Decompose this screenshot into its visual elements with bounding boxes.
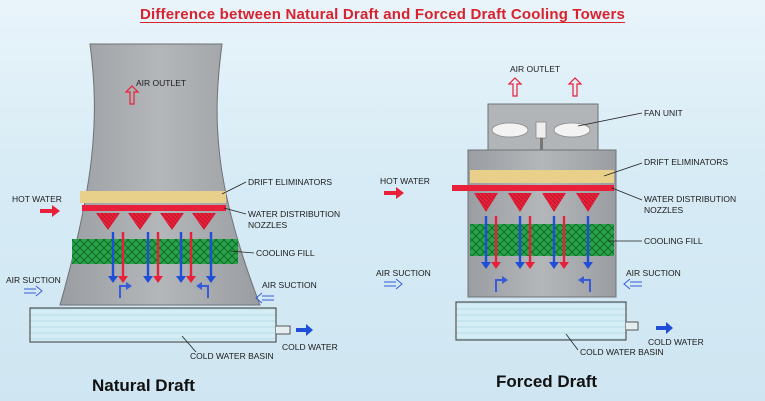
natural-nozzle bbox=[192, 213, 216, 230]
forced-cooling-fill-label: COOLING FILL bbox=[644, 236, 703, 246]
natural-water-distribution-label: WATER DISTRIBUTION bbox=[248, 209, 341, 219]
forced-cold-water-label: COLD WATER bbox=[648, 337, 704, 347]
forced-hot-water-arrow bbox=[384, 187, 404, 199]
natural-drift-eliminators-label: DRIFT ELIMINATORS bbox=[248, 177, 333, 187]
natural-air-suction-right-label: AIR SUCTION bbox=[262, 280, 317, 290]
natural-hot-water-label: HOT WATER bbox=[12, 194, 62, 204]
natural-cooling-fill bbox=[72, 239, 238, 264]
forced-distribution-pipe bbox=[452, 185, 614, 191]
forced-draft-caption: Forced Draft bbox=[496, 372, 598, 391]
natural-drift-eliminators bbox=[80, 191, 226, 203]
forced-air-outlet-label: AIR OUTLET bbox=[510, 64, 561, 74]
natural-nozzle bbox=[160, 213, 184, 230]
natural-hot-water-arrow bbox=[40, 205, 60, 217]
forced-cold-water-basin bbox=[455, 301, 627, 341]
forced-draft-tower bbox=[384, 77, 673, 351]
forced-air-suction-right-label: AIR SUCTION bbox=[626, 268, 681, 278]
forced-nozzle bbox=[576, 193, 600, 212]
natural-cold-water-label: COLD WATER bbox=[282, 342, 338, 352]
natural-air-up-arrow bbox=[119, 285, 128, 298]
forced-nozzles-label: NOZZLES bbox=[644, 205, 684, 215]
natural-nozzle bbox=[128, 213, 152, 230]
forced-air-suction-arrow-right bbox=[623, 278, 642, 290]
natural-cold-water-arrow bbox=[296, 324, 313, 336]
forced-air-suction-arrow-left bbox=[384, 278, 403, 290]
natural-distribution-pipe bbox=[82, 205, 226, 211]
natural-air-suction-left-label: AIR SUCTION bbox=[6, 275, 61, 285]
page-title: Difference between Natural Draft and For… bbox=[139, 6, 626, 23]
forced-fan-unit-label: FAN UNIT bbox=[644, 108, 683, 118]
forced-nozzle bbox=[474, 193, 498, 212]
natural-draft-tower bbox=[24, 43, 313, 353]
natural-air-up-arrow bbox=[200, 285, 209, 298]
forced-fan-unit bbox=[491, 121, 591, 150]
forced-nozzle bbox=[508, 193, 532, 212]
forced-drift-eliminators bbox=[470, 170, 614, 183]
forced-air-suction-left-label: AIR SUCTION bbox=[376, 268, 431, 278]
natural-outlet-pipe bbox=[276, 325, 291, 335]
forced-cold-water-arrow bbox=[656, 322, 673, 334]
natural-cooling-fill-label: COOLING FILL bbox=[256, 248, 315, 258]
forced-nozzle bbox=[542, 193, 566, 212]
forced-water-distribution-label: WATER DISTRIBUTION bbox=[644, 194, 737, 204]
natural-cold-water-basin bbox=[29, 307, 277, 343]
forced-air-outlet-arrow bbox=[507, 77, 583, 97]
forced-cooling-fill bbox=[470, 224, 614, 256]
natural-air-outlet-arrow bbox=[124, 85, 140, 105]
natural-nozzles-label: NOZZLES bbox=[248, 220, 288, 230]
forced-hot-water-label: HOT WATER bbox=[380, 176, 430, 186]
forced-drift-eliminators-label: DRIFT ELIMINATORS bbox=[644, 157, 729, 167]
forced-cold-water-basin-label: COLD WATER BASIN bbox=[580, 347, 664, 357]
forced-outlet-pipe bbox=[626, 321, 639, 331]
natural-draft-caption: Natural Draft bbox=[92, 376, 195, 395]
natural-air-suction-arrow-right bbox=[255, 292, 274, 304]
natural-nozzle bbox=[96, 213, 120, 230]
natural-cold-water-basin-label: COLD WATER BASIN bbox=[190, 351, 274, 361]
natural-air-outlet-label: AIR OUTLET bbox=[136, 78, 187, 88]
natural-air-suction-arrow-left bbox=[24, 285, 43, 297]
